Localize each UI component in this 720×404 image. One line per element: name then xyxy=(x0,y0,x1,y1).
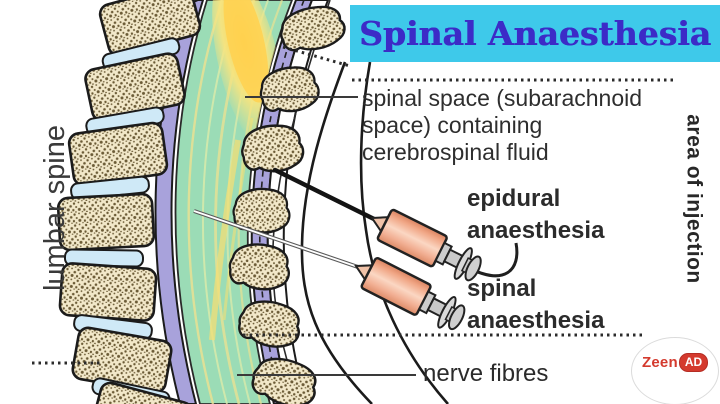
injection-area-boundaries xyxy=(32,45,676,365)
label-lumbar-spine: lumbar spine xyxy=(39,124,71,292)
dotted-boundary-top-diagonal xyxy=(282,45,351,68)
label-nerve-fibres: nerve fibres xyxy=(423,360,549,387)
vertebral-column xyxy=(56,0,203,404)
label-spinal-anaesthesia: spinal anaesthesia xyxy=(467,275,605,334)
zeenad-ad-badge: AD xyxy=(678,353,709,372)
spinous-process xyxy=(228,243,290,291)
label-area-of-injection: area of injection xyxy=(682,114,706,284)
spinous-process xyxy=(279,5,346,52)
vertebra xyxy=(56,192,156,252)
epidural-syringe xyxy=(370,208,482,282)
spinal-syringe xyxy=(354,256,466,331)
nerve-fibre-strand xyxy=(209,139,241,341)
title-banner: Spinal Anaesthesia xyxy=(350,5,720,62)
spinal-needle xyxy=(193,209,359,269)
page-title: Spinal Anaesthesia xyxy=(358,14,712,53)
zeenad-brand-text: Zeen xyxy=(642,354,678,371)
spinous-process xyxy=(241,124,305,173)
epidural-needle xyxy=(272,167,377,222)
vertebra xyxy=(67,121,169,187)
skin-line-outer xyxy=(359,61,449,404)
spinous-process xyxy=(232,187,291,234)
spinous-processes xyxy=(228,5,346,404)
watermark-circle xyxy=(631,337,719,404)
label-epidural-anaesthesia: epidural anaesthesia xyxy=(467,185,605,244)
dura-dashed-line xyxy=(259,0,305,404)
vertebra xyxy=(90,381,194,404)
spinous-process xyxy=(251,357,317,404)
label-spinal-space: spinal space (subarachnoid space) contai… xyxy=(362,85,643,166)
skin-line-inner xyxy=(300,61,373,404)
vertebra xyxy=(58,262,158,322)
zeenad-logo: Zeen AD xyxy=(642,353,709,372)
spinous-process xyxy=(259,66,320,113)
